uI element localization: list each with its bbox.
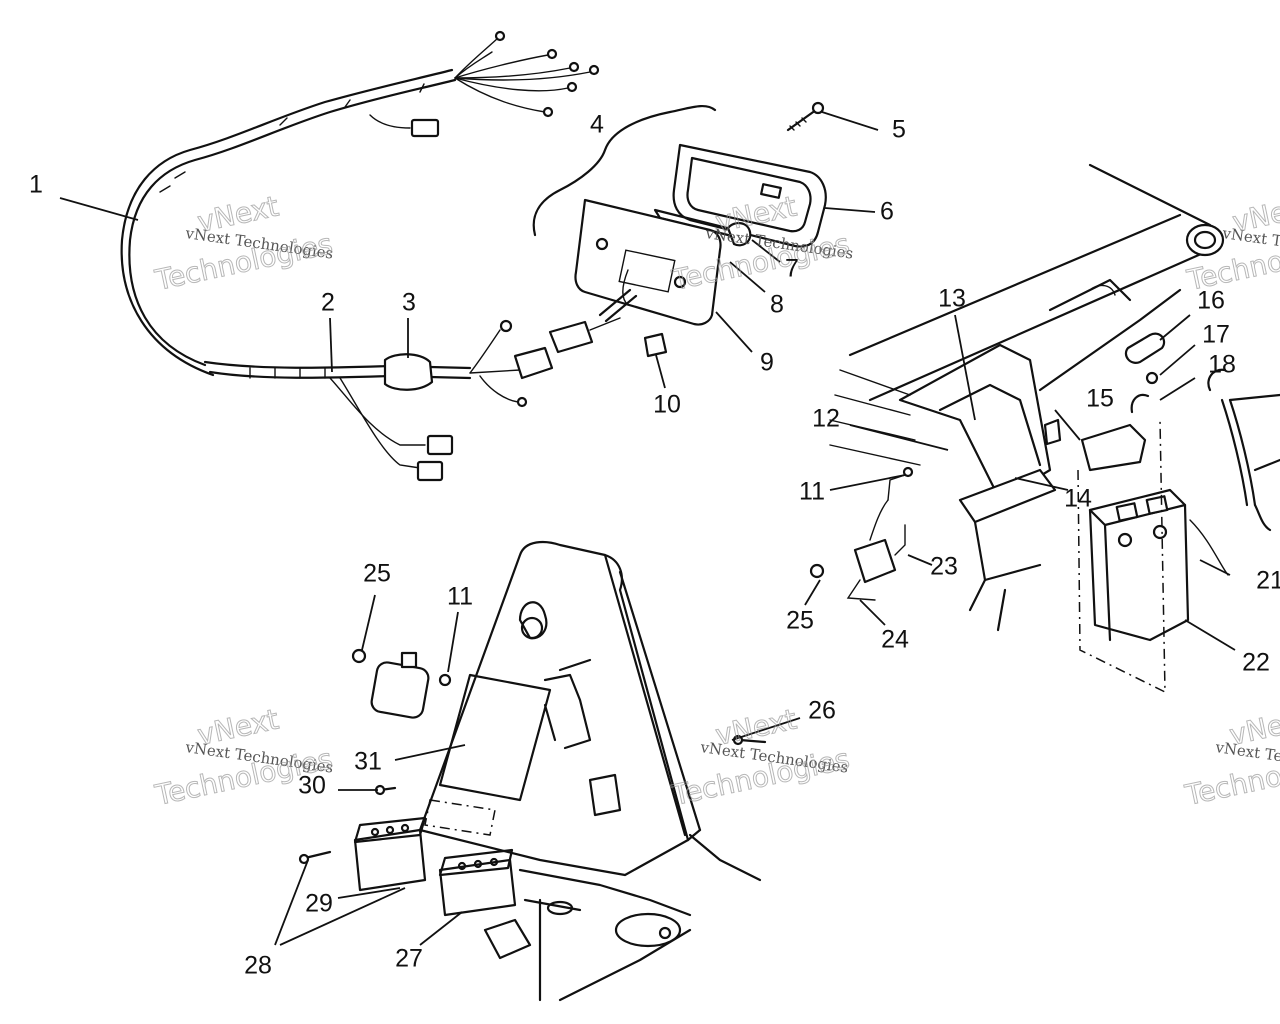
callout-12: 12: [812, 405, 840, 433]
callout-2: 2: [321, 289, 335, 317]
watermark-large: vNext: [1227, 703, 1280, 752]
callout-11: 11: [799, 478, 825, 506]
callout-11: 11: [447, 583, 473, 611]
callout-18: 18: [1208, 351, 1236, 379]
leader-lines: [59, 111, 1236, 946]
callout-labels: 1 2 3 4 5 6 7 8 9 10 11 11 12 13 14 15 1…: [29, 111, 1280, 980]
callout-7: 7: [785, 255, 799, 283]
callout-22: 22: [1242, 649, 1270, 677]
callout-9: 9: [760, 349, 774, 377]
callout-3: 3: [402, 289, 416, 317]
callout-23: 23: [930, 553, 958, 581]
callout-16: 16: [1197, 287, 1225, 315]
lower-panel: [298, 540, 767, 1002]
callout-31: 31: [354, 748, 382, 776]
callout-30: 30: [298, 772, 326, 800]
callout-8: 8: [770, 291, 784, 319]
callout-14: 14: [1064, 485, 1092, 513]
callout-10: 10: [653, 391, 681, 419]
callout-13: 13: [938, 285, 966, 313]
wiring-harness: [120, 30, 621, 482]
callout-21: 21: [1256, 567, 1280, 595]
callout-24: 24: [881, 626, 909, 654]
callout-5: 5: [892, 116, 906, 144]
callout-4: 4: [590, 111, 604, 139]
callout-28: 28: [244, 952, 272, 980]
callout-15: 15: [1086, 385, 1114, 413]
callout-6: 6: [880, 198, 894, 226]
callout-27: 27: [395, 945, 423, 973]
callout-26: 26: [808, 697, 836, 725]
frame-battery-area: [809, 163, 1280, 694]
tail-light-assembly: [532, 101, 827, 358]
callout-17: 17: [1202, 321, 1230, 349]
callout-25: 25: [363, 560, 391, 588]
watermark-large: vNext: [713, 703, 800, 752]
watermarks: vNext Technologies vNext Technologies vN…: [151, 189, 1280, 812]
callout-25: 25: [786, 607, 814, 635]
callout-1: 1: [29, 171, 43, 199]
callout-29: 29: [305, 890, 333, 918]
